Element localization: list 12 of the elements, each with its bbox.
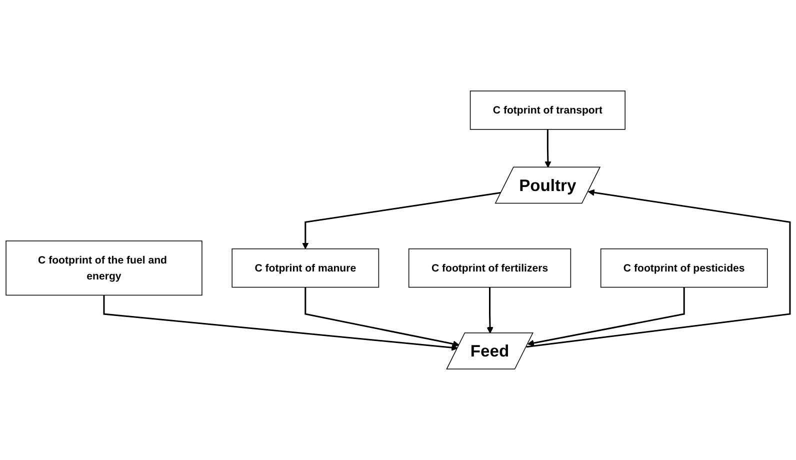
arrow — [526, 189, 791, 348]
arrow — [302, 192, 502, 250]
node-box: C footprint of fertilizers — [408, 248, 572, 288]
arrow — [103, 295, 458, 351]
node-box: C fotprint of manure — [232, 248, 380, 288]
arrow — [486, 287, 494, 334]
node-box: C footprint of the fuel and energy — [6, 240, 202, 296]
node-box: C fotprint of transport — [470, 90, 626, 130]
node-box: C footprint of pesticides — [600, 248, 768, 288]
arrow — [544, 129, 552, 168]
arrow — [304, 287, 460, 348]
arrow — [527, 287, 685, 346]
